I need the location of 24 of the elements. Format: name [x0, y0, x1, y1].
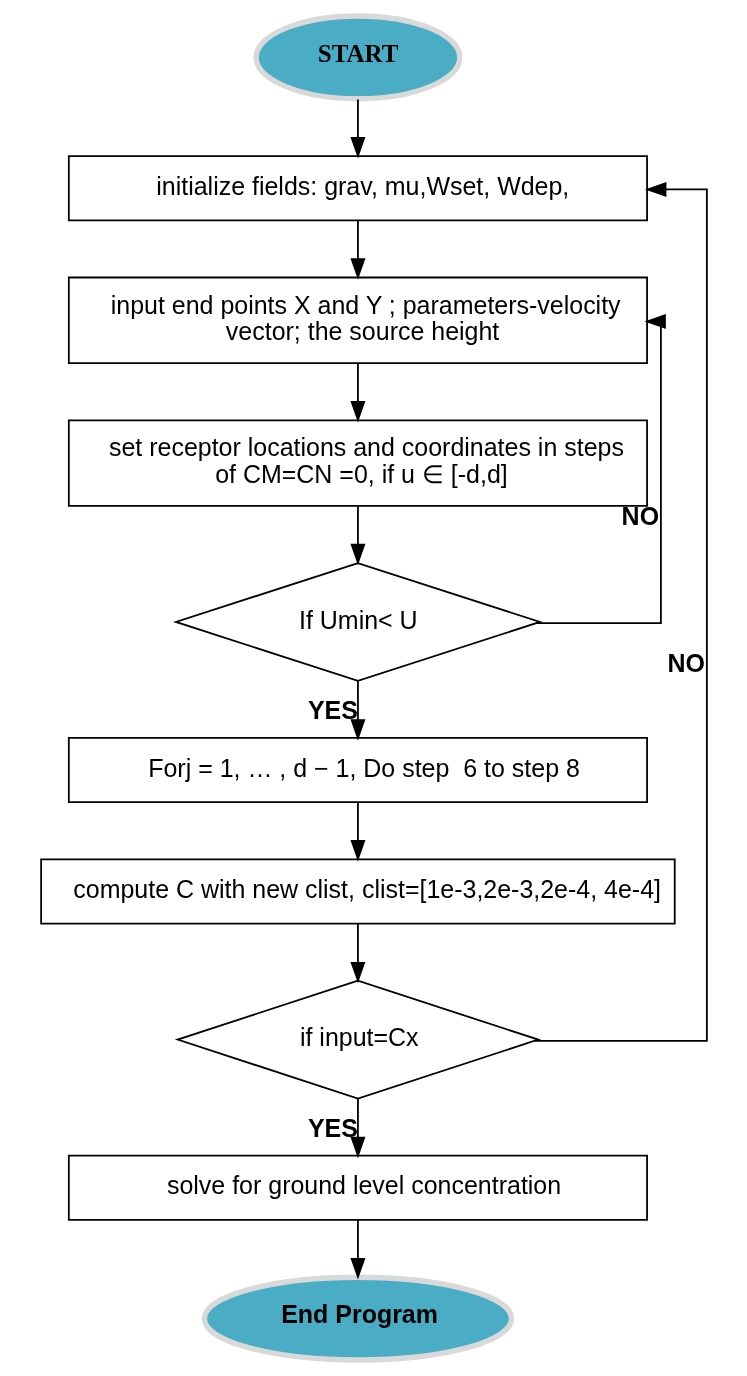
node-ellipse: START [252, 13, 462, 102]
node-box: set receptor locations and coordinates in steps of CM=CN =0, if u ∈ [-d,d] [67, 419, 648, 507]
node-diamond: If Umin< U [172, 562, 543, 682]
node-box: compute C with new clist, clist=[1e-3,2e-3,2e-4, 4e-4] [39, 858, 676, 925]
arrow [349, 505, 365, 566]
arrow [349, 1098, 365, 1159]
arrow [349, 98, 365, 159]
edge-label: NO [667, 648, 705, 677]
arrow [349, 922, 365, 984]
node-box: input end points X and Y ; parameters-velocity vector; the source height [67, 276, 648, 365]
node-box: solve for ground level concentration [67, 1154, 648, 1221]
node-box: Forj = 1, … , d − 1, Do step 6 to step 8 [67, 737, 648, 804]
edge-label: YES [307, 1113, 358, 1142]
node-box: initialize fields: grav, mu,Wset, Wdep, [67, 155, 648, 222]
arrow [349, 1219, 365, 1280]
arrow [349, 801, 365, 862]
arrow [535, 314, 666, 625]
arrow [349, 362, 365, 423]
arrow [349, 680, 365, 741]
edge-label: YES [307, 695, 358, 724]
node-diamond: if input=Cx [174, 979, 541, 1100]
arrow [533, 181, 708, 1042]
node-ellipse: End Program [201, 1274, 514, 1363]
arrow [349, 220, 365, 280]
